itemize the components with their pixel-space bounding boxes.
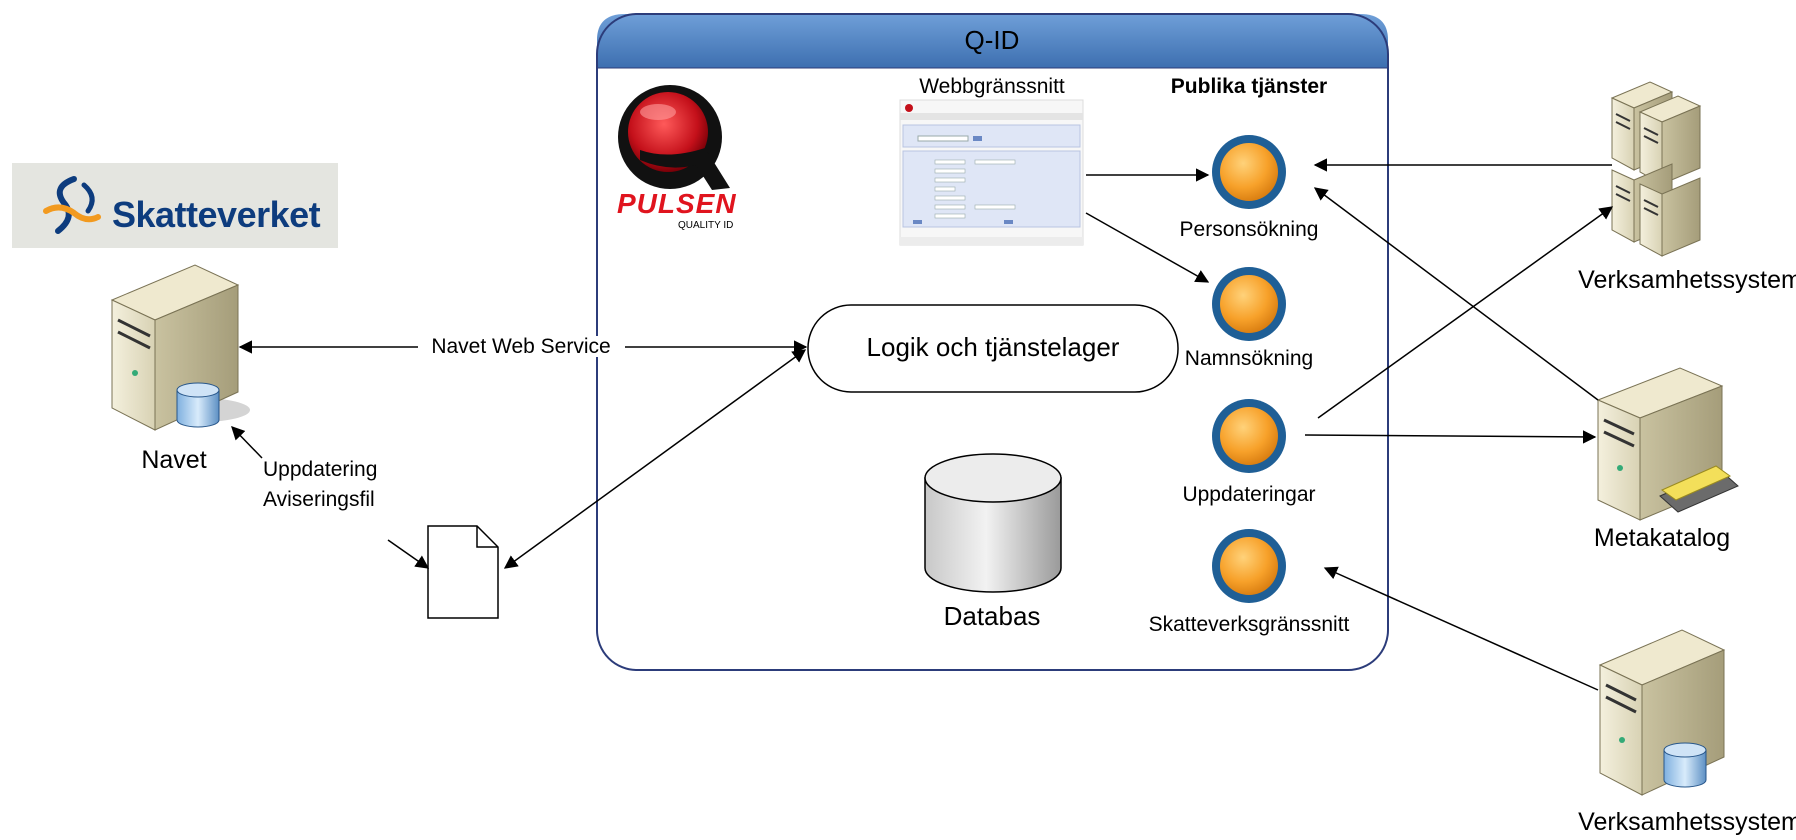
service-label-personsokning: Personsökning xyxy=(1179,218,1319,241)
pulsen-brand-text: PULSEN xyxy=(617,188,737,219)
service-orb-personsokning xyxy=(1212,135,1286,209)
skatteverket-logo: Skatteverket xyxy=(12,163,338,248)
skatteverket-brand-text: Skatteverket xyxy=(112,194,321,235)
arrow-logic-file xyxy=(503,349,807,569)
public-services-label: Publika tjänster xyxy=(1170,75,1328,98)
arrow-to-file xyxy=(387,539,430,569)
web-service-label: Navet Web Service xyxy=(429,335,613,358)
frame-title: Q-ID xyxy=(964,25,1020,55)
service-orb-namnsokning xyxy=(1212,267,1286,341)
server-bottom-icon xyxy=(1598,629,1726,796)
navet-label: Navet xyxy=(141,446,207,474)
arrow-webui-to-namnsokning xyxy=(1085,212,1210,283)
server-cluster-top-icon xyxy=(1610,81,1702,257)
pulsen-tagline: QUALITY ID xyxy=(678,220,734,231)
logic-layer-label: Logik och tjänstelager xyxy=(866,332,1120,362)
update-label-line1: Uppdatering xyxy=(263,458,378,481)
arrow-uppdateringar-to-system xyxy=(1317,206,1614,419)
update-label-line2: Aviseringsfil xyxy=(263,488,375,511)
arrow-uppdateringar-to-metakatalog xyxy=(1304,430,1597,444)
service-label-namnsokning: Namnsökning xyxy=(1184,347,1314,370)
database-label: Databas xyxy=(943,601,1041,631)
arrow-update-to-navet xyxy=(231,426,263,459)
service-orb-skatteverksgranssnitt xyxy=(1212,529,1286,603)
service-label-skatteverksgranssnitt: Skatteverksgränssnitt xyxy=(1148,613,1350,636)
metakatalog-server-icon xyxy=(1596,367,1739,521)
database-cylinder xyxy=(924,453,1062,593)
service-orb-uppdateringar xyxy=(1212,399,1286,473)
skatteverket-emblem-icon xyxy=(43,176,101,234)
logic-layer-box xyxy=(807,304,1179,393)
web-ui-label: Webbgränssnitt xyxy=(919,75,1065,98)
metakatalog-label: Metakatalog xyxy=(1593,524,1731,552)
web-ui-thumbnail xyxy=(899,99,1084,246)
file-icon xyxy=(427,525,499,619)
system-bottom-label: Verksamhetssystem xyxy=(1578,808,1796,836)
arrow-system-to-skatteverksgranssnitt xyxy=(1323,566,1599,691)
service-label-uppdateringar: Uppdateringar xyxy=(1182,483,1316,506)
arrow-metakatalog-to-personsokning xyxy=(1313,187,1599,401)
system-top-label: Verksamhetssystem xyxy=(1578,266,1796,294)
pulsen-q-logo xyxy=(618,85,730,190)
navet-server-icon xyxy=(110,264,250,431)
